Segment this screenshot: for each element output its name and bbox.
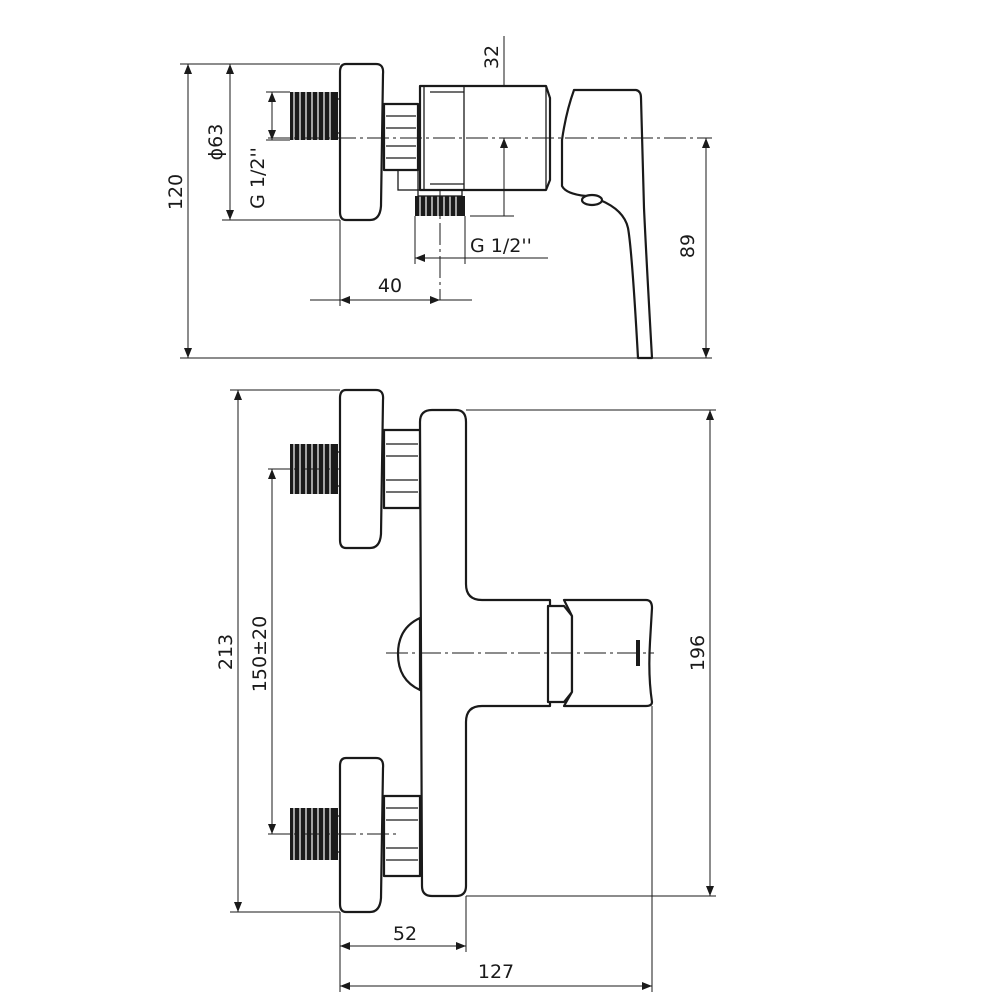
dimension-120-label: 120 — [165, 174, 187, 210]
dimension-127-label: 127 — [478, 961, 514, 983]
side-rosette — [338, 62, 385, 222]
dimension-thread-horizontal: G 1/2'' — [414, 216, 548, 264]
side-nut — [382, 102, 420, 191]
dimension-thread-vertical: G 1/2'' — [247, 91, 290, 209]
side-inlet-thread — [290, 92, 343, 140]
dimension-32: 32 — [470, 36, 514, 217]
dimension-89: 89 — [652, 138, 712, 359]
front-rosette-bottom — [338, 756, 385, 914]
dimension-40: 40 — [310, 220, 472, 306]
front-nut-bottom — [382, 794, 422, 878]
dimension-32-label: 32 — [481, 45, 503, 69]
front-view: 213 150±20 196 52 127 — [215, 388, 716, 992]
dimension-thread-horizontal-label: G 1/2'' — [470, 235, 532, 257]
dimension-40-label: 40 — [378, 275, 402, 297]
side-view: 120 ϕ63 G 1/2'' 32 G 1/2'' — [165, 36, 712, 360]
dimension-dia-63-label: ϕ63 — [205, 124, 227, 161]
dimension-213-label: 213 — [215, 634, 237, 670]
dimension-150-20: 150±20 — [249, 469, 276, 834]
side-lever-handle — [560, 88, 654, 360]
dimension-196-label: 196 — [687, 635, 709, 671]
front-handle — [546, 598, 654, 708]
dimension-150-20-label: 150±20 — [249, 616, 271, 692]
dimension-127: 127 — [340, 706, 653, 992]
dimension-dia-63: ϕ63 — [205, 63, 340, 221]
dimension-52: 52 — [339, 896, 467, 992]
front-rosette-top — [338, 388, 385, 550]
dimension-52-label: 52 — [393, 923, 417, 945]
dimension-213: 213 — [215, 389, 340, 913]
front-outlet-bump — [396, 616, 422, 692]
dimension-thread-vertical-label: G 1/2'' — [247, 147, 269, 209]
front-nut-top — [382, 428, 422, 510]
dimension-196: 196 — [466, 409, 716, 897]
dimension-89-label: 89 — [677, 234, 699, 258]
